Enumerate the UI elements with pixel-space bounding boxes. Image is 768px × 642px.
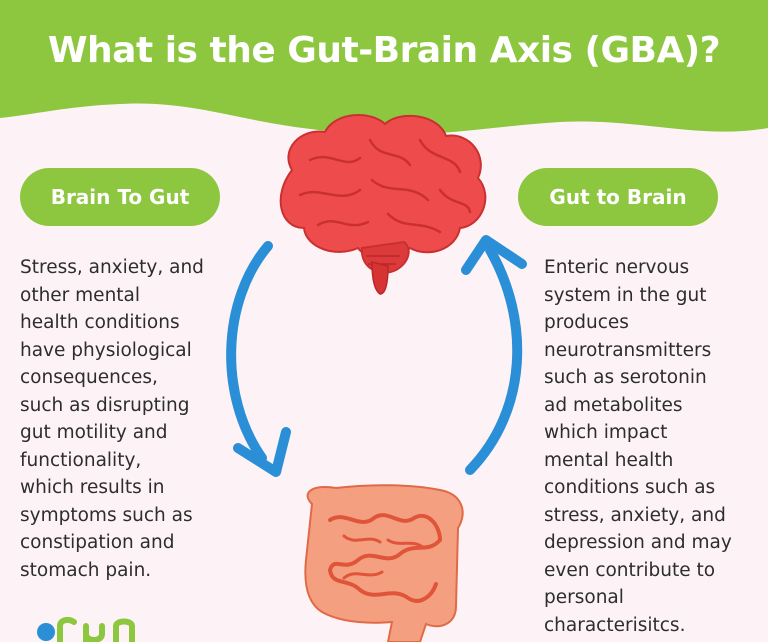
logo-icon [37,616,135,642]
arrow-down-icon [226,241,291,477]
brain-to-gut-heading: Brain To Gut [20,168,220,226]
header-band [0,0,768,135]
brain-to-gut-description: Stress, anxiety, and other mental health… [20,257,204,581]
gut-to-brain-heading: Gut to Brain [518,168,718,226]
gut-to-brain-description: Enteric nervous system in the gut produc… [544,257,732,636]
arrow-up-icon [461,235,527,475]
page-title: What is the Gut-Brain Axis (GBA)? [47,30,721,71]
intestine-icon [304,484,464,642]
